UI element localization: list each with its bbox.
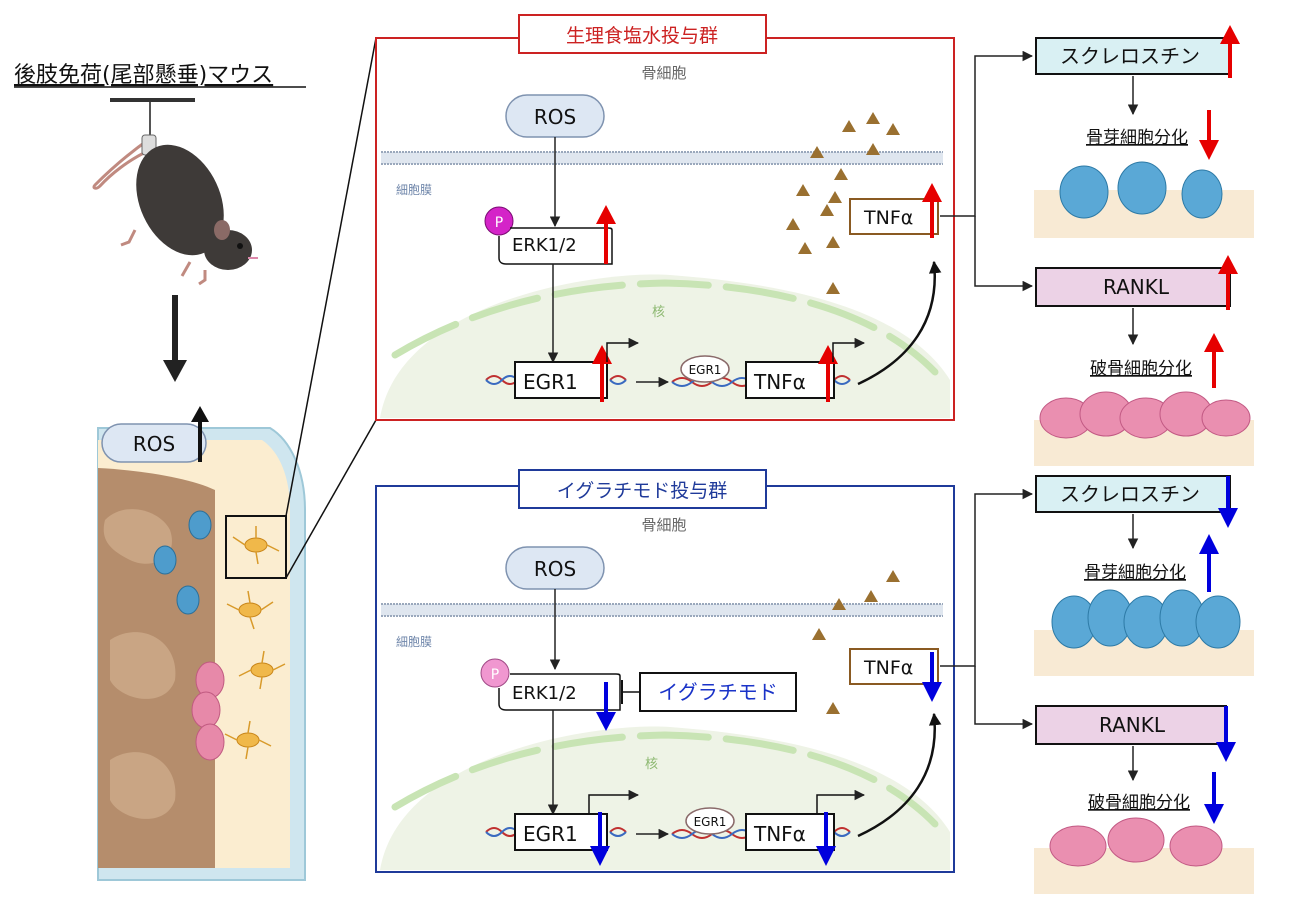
erk-igura-label: ERK1/2: [512, 683, 577, 704]
tnf-particles-igura: [812, 570, 900, 714]
tnf-secreted-saline: [849, 198, 939, 235]
iguratimod-box: [639, 672, 797, 712]
phospho-igura: [480, 658, 510, 688]
left-column: 後肢免荷(尾部懸垂)マウス: [14, 37, 377, 881]
phospho-igura-label: P: [491, 667, 499, 683]
phospho-saline: [484, 206, 514, 236]
bone-ros-pill: [101, 423, 207, 463]
panel-saline-title: 生理食塩水投与群: [566, 25, 718, 47]
rankl-saline-label: RANKL: [1103, 275, 1170, 299]
membrane-saline-label: 細胞膜: [396, 183, 432, 197]
rankl-box-igura: [1035, 705, 1227, 745]
tnf-gene-saline: [745, 361, 835, 399]
membrane-igura-label: 細胞膜: [396, 635, 432, 649]
panel-saline-cell-label: 骨細胞: [641, 64, 686, 82]
ros-igura-label: ROS: [534, 557, 576, 581]
osteoclasts-saline: [1039, 391, 1251, 439]
iguratimod-label: イグラチモド: [658, 680, 778, 704]
suspension-bar: [110, 98, 195, 102]
erk-saline-label: ERK1/2: [512, 235, 577, 256]
sclerostin-box-igura: [1035, 475, 1231, 513]
tnf-gene-saline-label: TNFα: [753, 370, 806, 394]
nucleus-saline-label: 核: [652, 305, 665, 320]
membrane-igura: [381, 604, 943, 616]
bone-section: ROS: [97, 406, 306, 881]
egr1-protein-saline: [680, 355, 730, 383]
membrane-saline: [381, 152, 943, 164]
tnf-secreted-igura: [849, 648, 939, 685]
osteoblasts-igura: [1051, 589, 1241, 649]
tnf-gene-igura: [745, 813, 835, 851]
osteoclast-saline-label: 破骨細胞分化: [1090, 359, 1192, 379]
egr1-gene-igura: [514, 813, 608, 851]
ros-saline-label: ROS: [534, 105, 576, 129]
phospho-saline-label: P: [495, 215, 503, 231]
egr1-gene-saline-label: EGR1: [523, 370, 578, 394]
mouse-illustration: [92, 134, 258, 286]
nucleus-igura-label: 核: [645, 757, 658, 772]
osteoblast-igura-label: 骨芽細胞分化: [1084, 563, 1186, 583]
sclerostin-saline-label: スクレロスチン: [1060, 44, 1200, 68]
panel-iguratimod: イグラチモド投与群 骨細胞 核 細胞膜 ROS P ERK1/2 イグラチモド: [375, 469, 955, 873]
egr1-protein-igura: [685, 807, 735, 835]
osteoblast-saline-label: 骨芽細胞分化: [1086, 128, 1188, 148]
zoom-box: [225, 515, 287, 579]
right-iguratimod: スクレロスチン 骨芽細胞分化 RANKL 破骨細胞分化: [940, 475, 1254, 894]
osteoclasts-igura: [1049, 817, 1223, 867]
panel-iguratimod-cell-label: 骨細胞: [641, 516, 686, 534]
bone-ros-label: ROS: [133, 432, 175, 456]
egr1-gene-saline: [514, 361, 608, 399]
panel-saline: 生理食塩水投与群 骨細胞 核 細胞膜 ROS P ERK1/2 E: [375, 14, 955, 421]
egr1-gene-igura-label: EGR1: [523, 822, 578, 846]
sclerostin-igura-label: スクレロスチン: [1060, 482, 1200, 506]
tnf-gene-igura-label: TNFα: [753, 822, 806, 846]
tnf-secreted-igura-label: TNFα: [863, 657, 913, 679]
mouse-model-title: 後肢免荷(尾部懸垂)マウス: [14, 63, 273, 88]
panel-iguratimod-title: イグラチモド投与群: [557, 480, 728, 502]
rankl-igura-label: RANKL: [1099, 713, 1166, 737]
osteoblasts-saline: [1059, 161, 1223, 219]
egr1-protein-igura-label: EGR1: [694, 815, 727, 829]
tnf-particles-saline: [786, 112, 900, 294]
osteoclast-igura-label: 破骨細胞分化: [1088, 793, 1190, 813]
tnf-secreted-saline-label: TNFα: [863, 207, 913, 229]
right-saline: スクレロスチン 骨芽細胞分化 RANKL 破骨細胞分化: [940, 25, 1254, 466]
egr1-protein-saline-label: EGR1: [689, 363, 722, 377]
